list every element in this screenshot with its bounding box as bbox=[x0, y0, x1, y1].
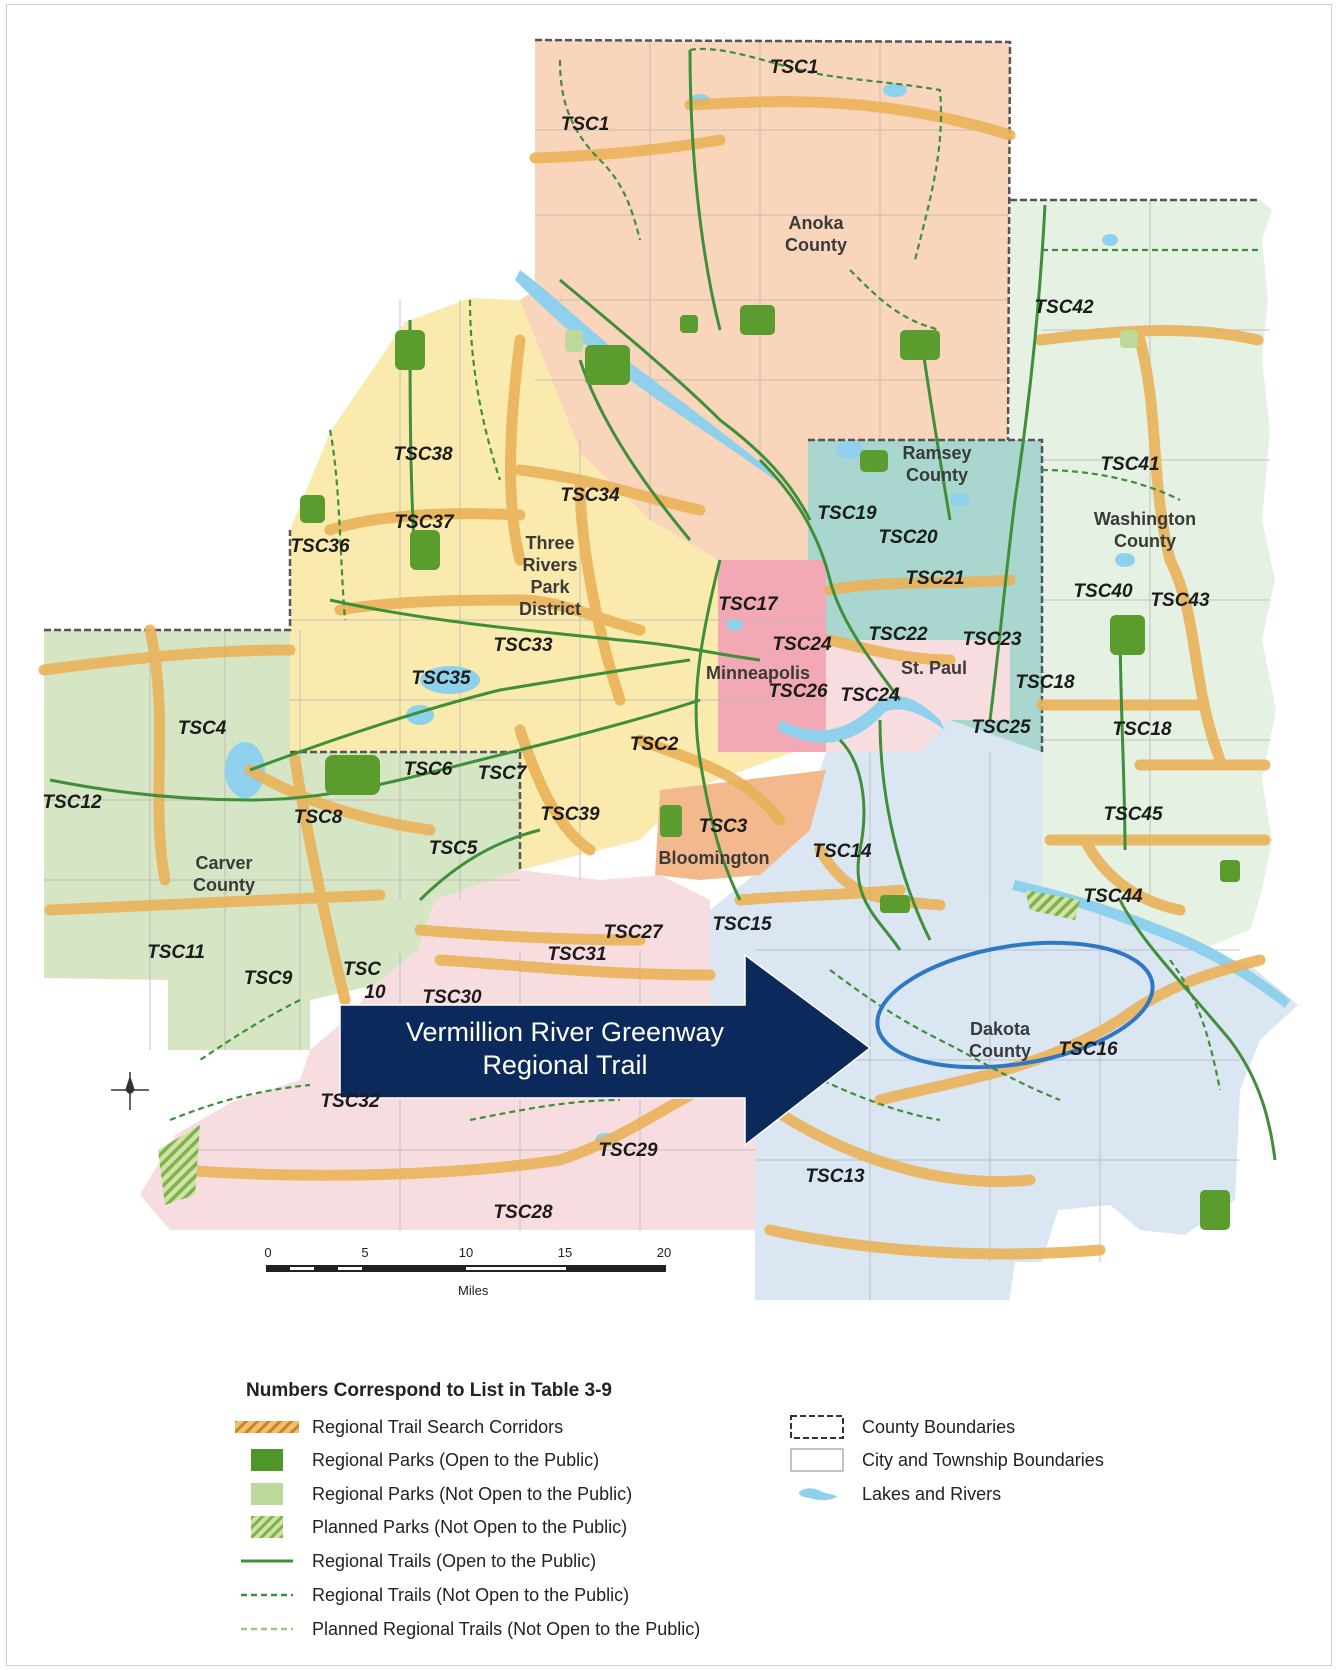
trail-corridor-label: TSC29 bbox=[598, 1140, 658, 1161]
trail-corridor-label: TSC44 bbox=[1083, 886, 1143, 907]
trail-corridor-label: TSC28 bbox=[493, 1202, 553, 1223]
legend-item-parks-open: Regional Parks (Open to the Public) bbox=[232, 1445, 599, 1475]
trail-corridor-label: TSC42 bbox=[1034, 297, 1094, 318]
trail-corridor-label: TSC32 bbox=[320, 1091, 380, 1112]
area-label: Carver County bbox=[193, 853, 255, 895]
trail-corridor-label: TSC12 bbox=[42, 792, 102, 813]
area-label: Ramsey County bbox=[902, 443, 972, 485]
trail-corridor-label: TSC23 bbox=[962, 629, 1022, 650]
trail-corridor-label: TSC15 bbox=[712, 914, 772, 935]
trail-corridor-label: TSC27 bbox=[603, 922, 663, 943]
lakes-rivers-symbol bbox=[799, 1488, 837, 1501]
legend-item-planned-trails: Planned Regional Trails (Not Open to the… bbox=[232, 1614, 700, 1644]
legend-item-county-boundaries: County Boundaries bbox=[782, 1412, 1015, 1442]
scale-tick: 15 bbox=[557, 1245, 573, 1260]
area-label: Minneapolis bbox=[705, 663, 811, 683]
trail-corridor-label: TSC1 bbox=[769, 57, 819, 78]
trail-corridor-label: TSC34 bbox=[560, 485, 620, 506]
trail-corridor-label: TSC43 bbox=[1150, 590, 1210, 611]
legend-item-parks-not-open: Regional Parks (Not Open to the Public) bbox=[232, 1479, 632, 1509]
scale-tick: 20 bbox=[656, 1245, 672, 1260]
trail-open-symbol bbox=[241, 1559, 293, 1563]
trail-corridor-label: TSC14 bbox=[812, 841, 872, 862]
trail-corridor-label: TSC17 bbox=[718, 594, 778, 615]
north-arrow-icon bbox=[111, 1072, 149, 1110]
three-rivers-park-district-area bbox=[290, 298, 826, 870]
legend-item-trails-not-open: Regional Trails (Not Open to the Public) bbox=[232, 1580, 629, 1610]
legend-item-lakes-rivers: Lakes and Rivers bbox=[782, 1479, 1001, 1509]
trail-corridor-label: TSC40 bbox=[1073, 581, 1133, 602]
area-label: Three Rivers Park District bbox=[518, 533, 582, 619]
trail-corridor-label: TSC38 bbox=[393, 444, 453, 465]
trail-corridor-label: TSC11 bbox=[147, 942, 205, 963]
trail-not-open-symbol bbox=[241, 1593, 293, 1597]
trail-corridor-label: TSC33 bbox=[493, 635, 553, 656]
trail-corridor-label: TSC39 bbox=[540, 804, 600, 825]
trail-corridor-label: TSC26 bbox=[768, 681, 828, 702]
area-label: Dakota County bbox=[969, 1019, 1031, 1061]
trail-corridor-label: TSC8 bbox=[293, 807, 343, 828]
trail-corridor-label: TSC22 bbox=[868, 624, 928, 645]
planned-trail-symbol bbox=[241, 1627, 293, 1631]
trail-corridor-label: TSC13 bbox=[805, 1166, 865, 1187]
trail-corridor-label: TSC18 bbox=[1015, 672, 1075, 693]
park-open-symbol bbox=[251, 1449, 283, 1471]
trail-corridor-label: TSC24 bbox=[840, 685, 900, 706]
search-corridor-symbol bbox=[235, 1421, 299, 1433]
scale-tick: 10 bbox=[458, 1245, 474, 1260]
callout-arrow bbox=[339, 953, 872, 1147]
minneapolis-area bbox=[718, 560, 826, 752]
legend-title: Numbers Correspond to List in Table 3-9 bbox=[246, 1380, 612, 1401]
trail-corridor-label: TSC5 bbox=[428, 838, 478, 859]
vermillion-highlight-ellipse bbox=[875, 940, 1155, 1070]
trail-corridor-label: TSC45 bbox=[1103, 804, 1163, 825]
trail-corridor-label: TSC21 bbox=[905, 568, 965, 589]
trail-corridor-label: TSC2 bbox=[629, 734, 679, 755]
trail-corridor-label: 10 bbox=[364, 982, 386, 1003]
trail-corridor-label: TSC bbox=[343, 959, 381, 980]
legend: Numbers Correspond to List in Table 3-9 … bbox=[232, 1380, 1232, 1660]
trail-corridor-label: TSC41 bbox=[1100, 454, 1160, 475]
park-not-open-symbol bbox=[251, 1483, 283, 1505]
trail-corridor-label: TSC6 bbox=[403, 759, 453, 780]
legend-item-city-boundaries: City and Township Boundaries bbox=[782, 1445, 1104, 1475]
callout-line-2: Regional Trail bbox=[482, 1050, 648, 1080]
area-label: St. Paul bbox=[900, 658, 968, 678]
trail-corridor-label: TSC20 bbox=[878, 527, 938, 548]
trail-corridor-label: TSC36 bbox=[290, 536, 350, 557]
area-label: Anoka County bbox=[785, 213, 847, 255]
area-label: Bloomington bbox=[658, 848, 770, 868]
trail-corridor-label: TSC35 bbox=[411, 668, 471, 689]
trail-corridor-label: TSC19 bbox=[817, 503, 877, 524]
area-label: Washington County bbox=[1093, 509, 1197, 551]
trail-corridor-label: TSC18 bbox=[1112, 719, 1172, 740]
scale-bar: 0 5 10 15 20 Miles bbox=[262, 1245, 682, 1315]
planned-park-symbol bbox=[251, 1516, 283, 1538]
bloomington-area bbox=[655, 770, 826, 880]
trail-corridor-label: TSC7 bbox=[477, 763, 527, 784]
trail-corridor-label: TSC4 bbox=[177, 718, 227, 739]
trail-corridor-label: TSC9 bbox=[243, 968, 293, 989]
callout-label: Vermillion River Greenway Regional Trail bbox=[340, 998, 790, 1100]
trail-corridor-label: TSC16 bbox=[1058, 1039, 1118, 1060]
scale-bar-graphic bbox=[266, 1265, 666, 1272]
legend-item-search-corridors: Regional Trail Search Corridors bbox=[232, 1412, 563, 1442]
trail-corridor-label: TSC37 bbox=[394, 512, 454, 533]
trail-corridor-label: TSC24 bbox=[772, 634, 832, 655]
legend-item-planned-parks: Planned Parks (Not Open to the Public) bbox=[232, 1512, 627, 1542]
callout-line-1: Vermillion River Greenway bbox=[405, 1017, 725, 1047]
county-boundary-symbol bbox=[790, 1415, 844, 1439]
trail-corridor-label: TSC25 bbox=[971, 717, 1031, 738]
scale-tick: 5 bbox=[361, 1245, 369, 1260]
trail-corridor-label: TSC31 bbox=[547, 944, 607, 965]
scale-tick: 0 bbox=[264, 1245, 272, 1260]
trail-corridor-label: TSC30 bbox=[422, 987, 482, 1008]
trail-corridor-label: TSC1 bbox=[560, 114, 610, 135]
regional-trails-map bbox=[38, 38, 1298, 1300]
city-boundary-symbol bbox=[790, 1448, 844, 1472]
scale-unit: Miles bbox=[458, 1283, 489, 1298]
trail-corridor-label: TSC3 bbox=[698, 816, 748, 837]
legend-item-trails-open: Regional Trails (Open to the Public) bbox=[232, 1546, 596, 1576]
